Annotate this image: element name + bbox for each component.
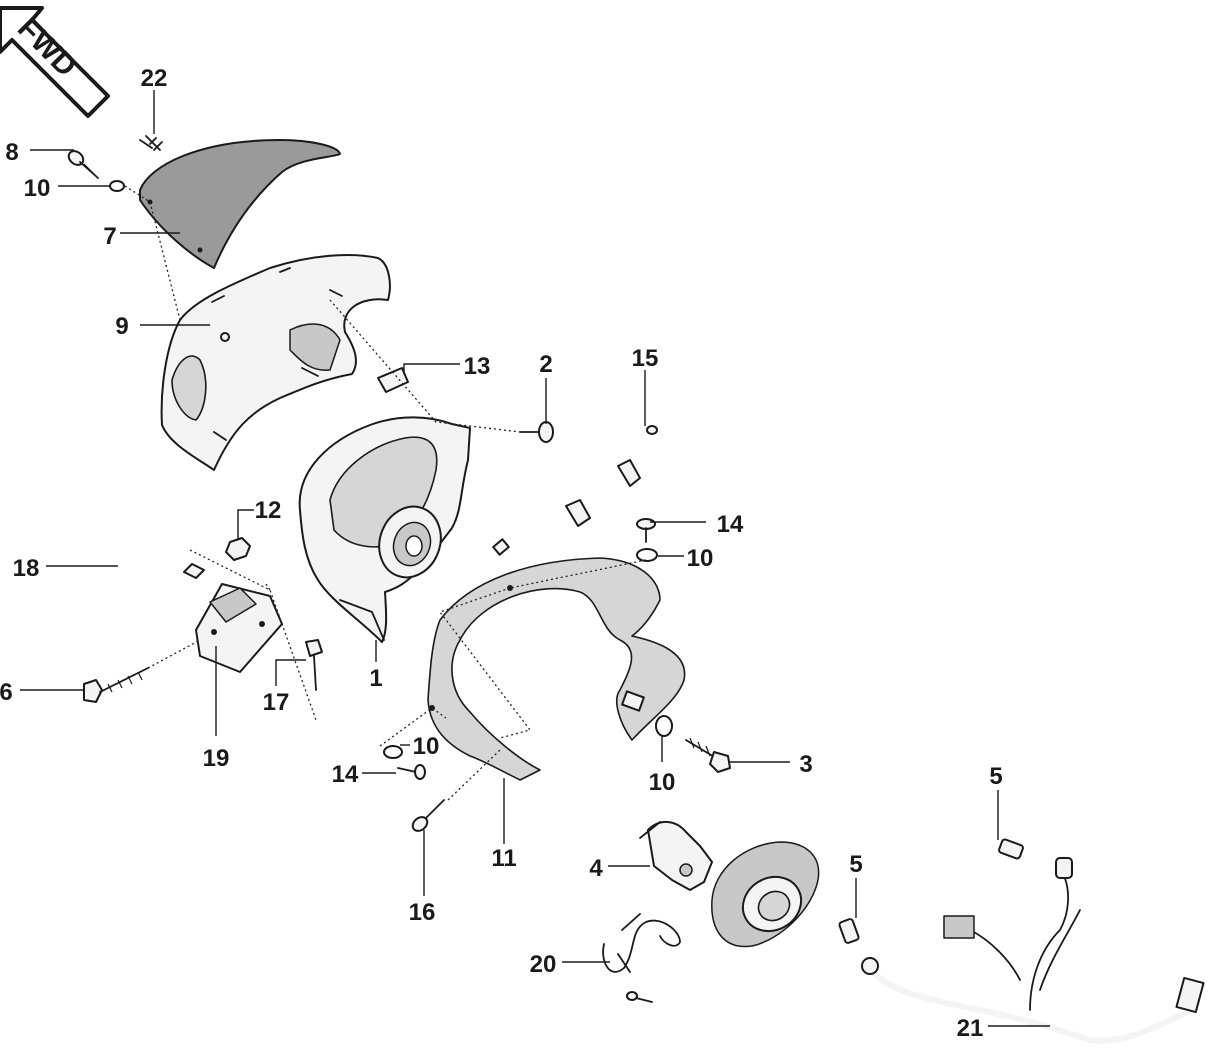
callout-17: 17 <box>263 689 290 716</box>
part-6-bolt <box>83 667 149 703</box>
callout-12: 12 <box>255 497 282 524</box>
callout-2: 2 <box>539 351 552 378</box>
part-5-bulb-lower <box>838 918 860 944</box>
part-13-clip <box>377 367 409 393</box>
callout-5-lower: 5 <box>849 851 862 878</box>
callout-21: 21 <box>957 1015 984 1042</box>
part-20-screw <box>626 991 653 1003</box>
callout-13: 13 <box>464 353 491 380</box>
callout-15: 15 <box>632 345 659 372</box>
part-10-washer-lower <box>655 715 673 737</box>
part-20-spring-clip <box>602 913 681 973</box>
part-18-stay-bracket <box>112 502 232 582</box>
callout-19: 19 <box>203 745 230 772</box>
callout-22: 22 <box>141 65 168 92</box>
callout-8: 8 <box>5 139 18 166</box>
part-5-bulb-upper <box>998 838 1024 860</box>
part-16-screw <box>411 799 445 832</box>
callout-10-top: 10 <box>24 175 51 202</box>
callout-7: 7 <box>103 223 116 250</box>
part-22-decal <box>139 135 163 151</box>
part-7-windscreen <box>139 139 341 269</box>
part-2-screw <box>519 421 554 443</box>
part-socket-fitting <box>621 690 645 712</box>
callout-6: 6 <box>0 679 13 706</box>
callout-14-lower: 14 <box>332 761 359 788</box>
part-11-inner-panel <box>427 557 686 781</box>
part-rubber-cover <box>711 841 820 948</box>
callout-3: 3 <box>799 751 812 778</box>
part-4-bulb <box>639 821 713 891</box>
part-17-bolt <box>305 639 323 691</box>
assembly-dotted-lines <box>124 185 647 801</box>
callout-labels: 22 8 10 7 9 13 2 15 14 10 12 18 6 1 17 1… <box>0 65 1003 1042</box>
callout-14-right: 14 <box>717 511 744 538</box>
callout-5-upper: 5 <box>989 763 1002 790</box>
callout-18: 18 <box>13 555 40 582</box>
part-9-headlight-cover <box>160 254 391 471</box>
part-10-washer-right <box>636 548 658 562</box>
part-1-headlight-unit <box>298 416 471 643</box>
callout-9: 9 <box>115 313 128 340</box>
part-10-washer-left <box>383 745 403 759</box>
callout-4: 4 <box>589 855 603 882</box>
part-10-washer-top <box>109 180 125 192</box>
callout-1: 1 <box>369 665 382 692</box>
callout-10-right: 10 <box>687 545 714 572</box>
callout-11: 11 <box>491 845 516 872</box>
part-21-wiring-harness <box>861 857 1205 1044</box>
part-3-bolt <box>685 737 731 773</box>
part-14-screw-lower <box>397 764 426 780</box>
part-8-screw <box>67 150 99 179</box>
leader-lines <box>20 90 1050 1027</box>
fwd-arrow-icon: FWD <box>0 6 110 118</box>
callout-20: 20 <box>530 951 557 978</box>
part-15-bracket-rod <box>492 425 658 556</box>
callout-16: 16 <box>409 899 436 926</box>
part-12-nut <box>225 537 251 561</box>
callout-10-left: 10 <box>413 733 440 760</box>
part-19-mounting-block <box>195 583 283 673</box>
callout-10-lower: 10 <box>649 769 676 796</box>
